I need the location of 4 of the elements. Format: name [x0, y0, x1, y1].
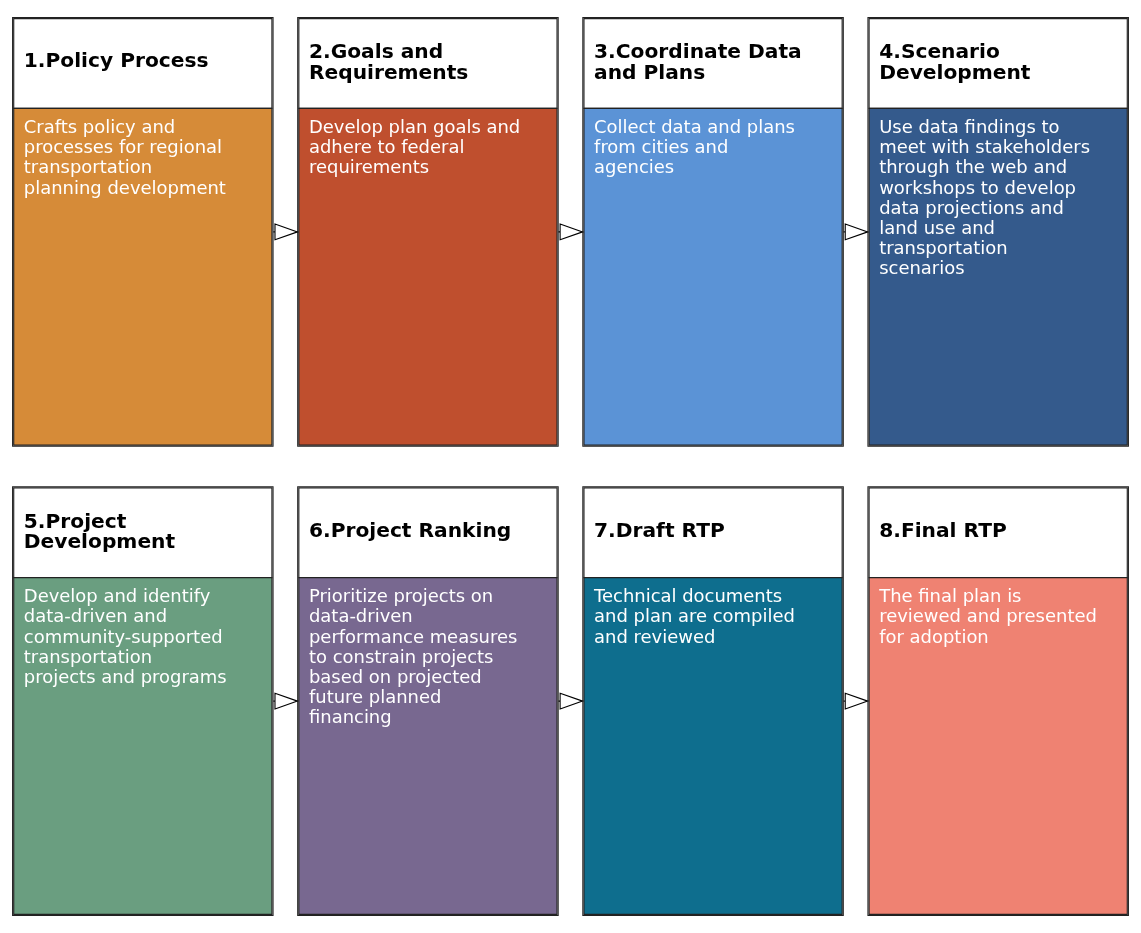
arrow — [272, 223, 300, 241]
arrow — [843, 223, 870, 241]
arrow — [272, 692, 300, 710]
arrow — [843, 692, 870, 710]
